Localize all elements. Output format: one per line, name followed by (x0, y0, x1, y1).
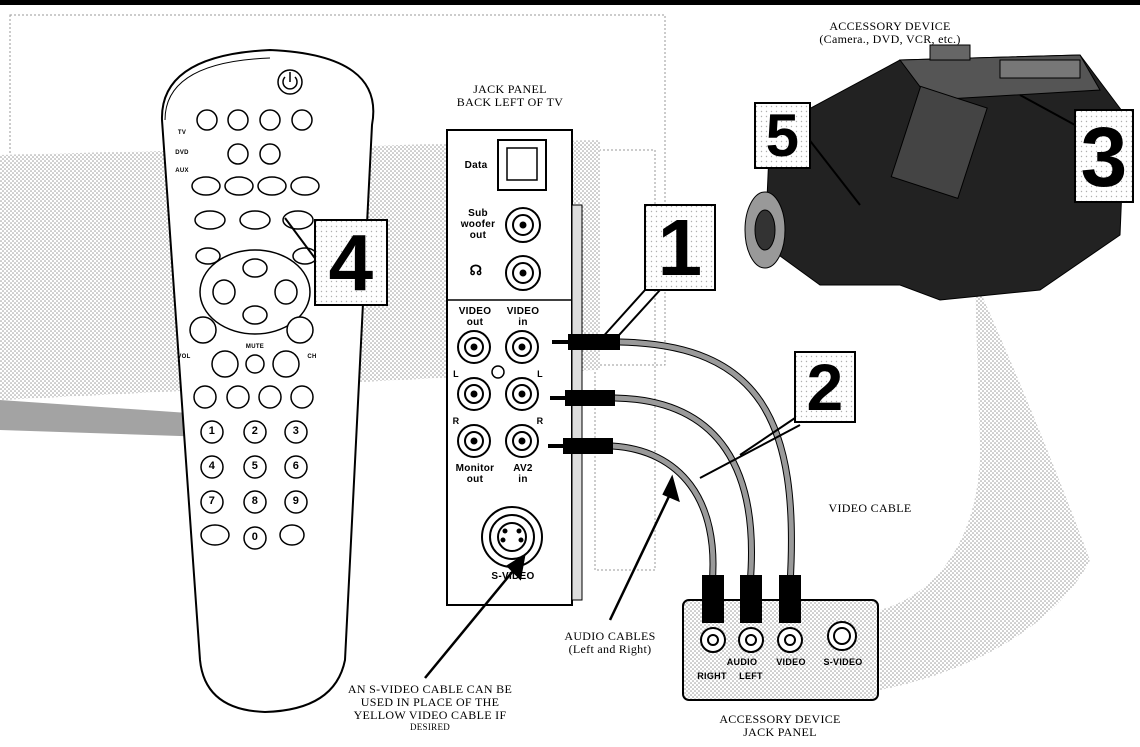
acc-svideo-label: S-VIDEO (815, 656, 871, 669)
video-in-label-2: in (503, 317, 543, 328)
top-rule (0, 0, 1140, 5)
video-out-label-1: VIDEO (455, 306, 495, 317)
video-out-label-2: out (455, 317, 495, 328)
step-number-3: 3 (1079, 112, 1129, 202)
acc-video-label: VIDEO (771, 656, 811, 669)
subwoofer-label-1: Sub (458, 208, 498, 219)
camera (745, 45, 1125, 300)
remote-side-aux: AUX (172, 168, 192, 175)
jack-panel (447, 130, 582, 605)
svideo-note-line-4: DESIRED (330, 722, 530, 733)
remote-key-6[interactable]: 6 (286, 460, 306, 473)
remote-key-7[interactable]: 7 (202, 495, 222, 508)
step-number-4: 4 (321, 220, 381, 305)
acc-audio-label: AUDIO (722, 656, 762, 669)
svideo-note-line-3: YELLOW VIDEO CABLE IF (330, 709, 530, 722)
video-cable-label: VIDEO CABLE (810, 502, 930, 515)
svideo-jack-label: S-VIDEO (478, 570, 548, 583)
remote-key-0[interactable]: 0 (245, 531, 265, 544)
av2-in-label-2: in (503, 474, 543, 485)
subwoofer-label-2: woofer (458, 219, 498, 230)
audio-cables-sub: (Left and Right) (535, 643, 685, 656)
remote-key-3[interactable]: 3 (286, 425, 306, 438)
r-label-right: R (534, 415, 546, 428)
acc-right-label: RIGHT (692, 670, 732, 683)
video-in-label-1: VIDEO (503, 306, 543, 317)
remote-vol-label: VOL (172, 354, 196, 361)
acc-left-label: LEFT (733, 670, 769, 683)
r-label-left: R (450, 415, 462, 428)
subwoofer-label-3: out (458, 230, 498, 241)
accessory-jack-subtitle: JACK PANEL (700, 726, 860, 739)
remote-side-tv: TV (172, 130, 192, 137)
remote-key-2[interactable]: 2 (245, 425, 265, 438)
remote-key-4[interactable]: 4 (202, 460, 222, 473)
av2-in-label-1: AV2 (503, 463, 543, 474)
step-number-1: 1 (652, 205, 708, 290)
data-port-label: Data (458, 159, 494, 172)
monitor-out-label-2: out (452, 474, 498, 485)
remote-key-8[interactable]: 8 (245, 495, 265, 508)
remote-key-1[interactable]: 1 (202, 425, 222, 438)
accessory-subtitle: (Camera., DVD, VCR, etc.) (780, 33, 1000, 46)
stipple-sweep (880, 280, 1090, 690)
remote-control (162, 50, 373, 712)
l-label-left: L (450, 368, 462, 381)
remote-side-dvd: DVD (172, 150, 192, 157)
remote-ch-label: CH (300, 354, 324, 361)
jack-panel-subtitle: BACK LEFT OF TV (435, 96, 585, 109)
remote-mute-label: MUTE (243, 344, 267, 351)
cables (612, 342, 791, 585)
monitor-out-label-1: Monitor (452, 463, 498, 474)
remote-key-5[interactable]: 5 (245, 460, 265, 473)
headphone-icon: ☊ (466, 264, 486, 277)
step-number-2: 2 (799, 352, 851, 422)
step-number-5: 5 (759, 103, 806, 168)
remote-key-9[interactable]: 9 (286, 495, 306, 508)
l-label-right: L (534, 368, 546, 381)
